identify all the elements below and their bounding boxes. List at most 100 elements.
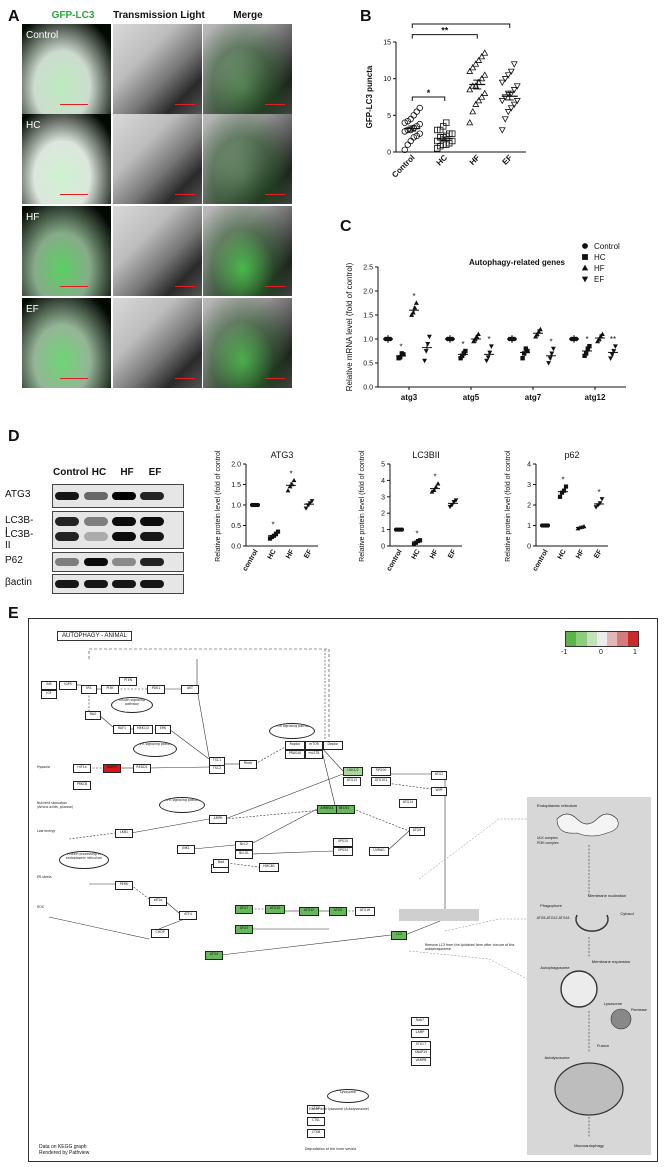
chart-title: Autophagy-related genes [469,258,566,267]
scale-bar [60,286,88,287]
kegg-title: AUTOPHAGY - ANIMAL [57,631,132,641]
data-point [469,108,477,115]
cell-label: Membrane nucleation [588,893,626,898]
kegg-node-atf4: ATF4 [179,911,197,920]
data-point [407,137,414,145]
blot-row-label: P62 [5,555,23,566]
scale-bar [265,286,285,287]
kegg-connector [250,808,318,845]
data-point [513,98,521,105]
kegg-node-raf1: RAF1 [113,725,131,734]
y-tick-label: 15 [383,40,391,47]
kegg-node-tsc2: TSC2 [209,765,225,774]
kegg-pathway-label: AMPK signaling pathway [159,797,205,813]
significance-bracket [411,34,478,39]
scale-bar [175,286,195,287]
kegg-connector [130,818,210,834]
col-head-merge: Merge [233,10,263,21]
kegg-node-igfr: IGFR [59,681,77,690]
significance-label: * [561,476,564,485]
blot-row-label: βactin [5,577,32,588]
significance-label: * [487,335,490,344]
kegg-connector [370,780,432,790]
data-point [481,89,489,96]
panel-d-letter: D [8,428,20,445]
y-tick-label: 0.5 [363,361,373,368]
y-tick-label: 1 [527,523,531,530]
kegg-node-pten: PTEN [119,677,137,686]
kegg-connector [148,766,210,769]
data-point [466,67,474,74]
significance-label: * [271,521,274,530]
autophagosome [560,970,598,1008]
scale-bar [60,104,88,105]
y-tick-label: 4 [381,478,385,485]
y-tick-label: 0.0 [363,385,373,392]
data-point [449,130,456,137]
data-point [557,494,563,499]
col-head-gfp: GFP-LC3 [51,10,95,21]
kegg-node-atg4: ATG4 [205,951,223,960]
blot-band [112,580,136,588]
data-point [410,134,417,141]
kegg-node-bcl-2: Bcl-2 [235,841,253,850]
significance-label: * [461,340,464,349]
blot-band [140,558,164,566]
significance-bracket [411,96,446,101]
blot-row-label: LC3B-I [5,515,34,537]
y-tick-label: 2.0 [231,462,241,469]
scale-bar [175,104,195,105]
data-point [504,109,512,116]
cell-label: Fusion [597,1043,609,1048]
micrograph-hf-transmission [113,206,202,296]
legend-tick-mid: 0 [599,649,603,656]
significance-label: * [597,488,600,497]
blot-band [55,532,79,541]
kegg-node-atg2: ATG2 [431,771,447,780]
chart-title: p62 [564,450,579,460]
y-tick-label: 0 [381,544,385,551]
data-point [612,344,618,349]
kegg-node-fip200: FIP200 [371,767,391,776]
er-membrane [556,813,619,837]
kegg-pathway-label: Low energy [37,829,56,833]
y-tick-label: 1.5 [231,482,241,489]
cell-label: Phagophore [540,903,563,908]
legend-label: EF [594,275,604,284]
micrograph-control-gfp: Control [22,24,111,114]
data-point [561,488,567,493]
kegg-pathway-label: Nutrient starvation (Amino acids, glucos… [37,801,74,809]
x-tick-label: atg12 [585,393,606,402]
y-axis-label: Relative protein level (fold of control) [359,450,366,562]
y-axis-label: Relative protein level (fold of control) [215,450,222,562]
kegg-node-rab7: Rab7 [411,1017,429,1026]
data-point [404,141,411,148]
data-point [587,344,592,349]
x-tick-label: Control [390,153,416,179]
kegg-connector [250,850,334,855]
kegg-connector [418,818,527,880]
kegg-node-atg12: ATG12 [299,907,319,916]
data-point [478,75,486,82]
kegg-connector [168,728,210,760]
y-tick-label: 10 [383,76,391,83]
kegg-node-chop: CHOP [151,929,169,938]
cell-label: ATG5-ATG12-ATG16 [537,916,570,920]
panel-a-letter: A [8,8,20,25]
x-tick-label: HC [435,153,450,168]
data-point [513,83,521,90]
significance-label: ** [457,20,465,25]
micrograph-ef-gfp: EF [22,298,111,388]
kegg-node-ambra1: AMBRA1 [317,805,337,814]
y-tick-label: 1.5 [363,313,373,320]
data-point [550,346,556,352]
significance-label: * [427,88,431,98]
micrograph-hc-gfp: HC [22,114,111,204]
scale-bar [60,378,88,379]
data-point [413,108,420,115]
blot-band [84,492,108,500]
kegg-node-lc3: LC3 [391,931,407,940]
